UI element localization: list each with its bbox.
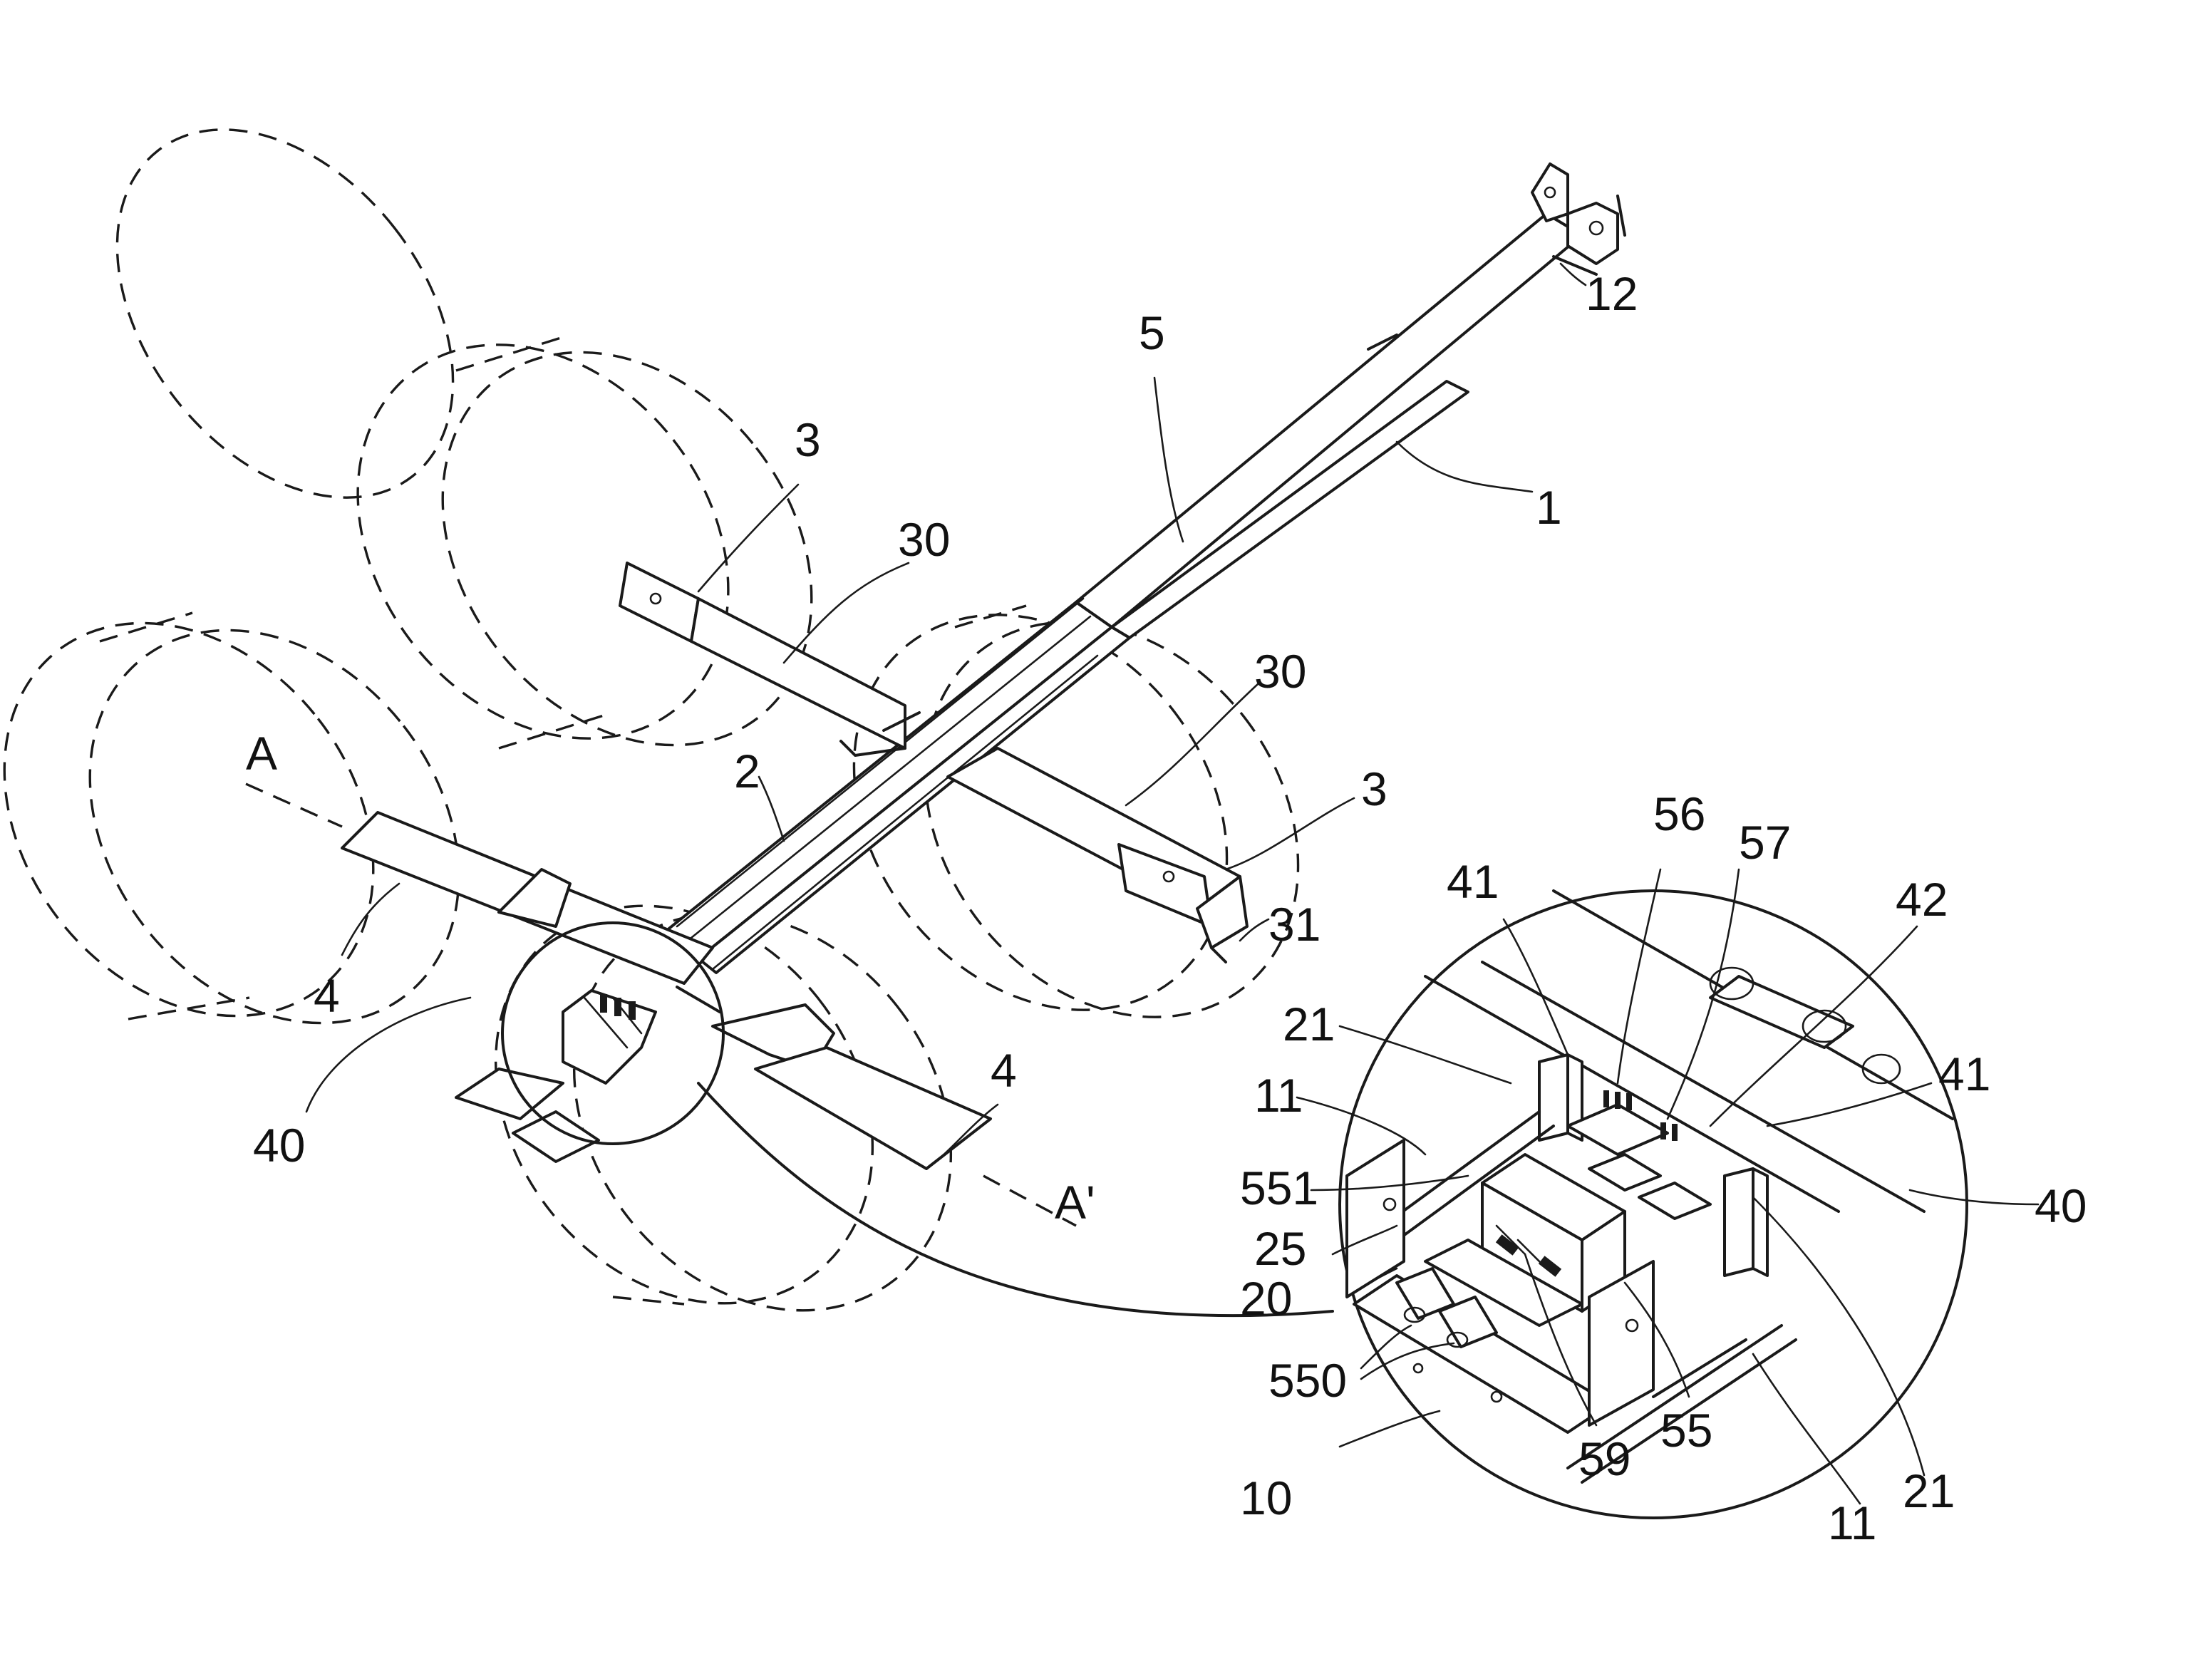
label-55: 55 [1660, 1404, 1712, 1457]
label-5: 5 [1139, 306, 1165, 359]
label-42: 42 [1896, 873, 1948, 926]
label-550: 550 [1268, 1354, 1347, 1407]
label-30-top: 30 [898, 513, 950, 566]
label-11-top: 11 [1254, 1069, 1303, 1122]
label-11-bottom: 11 [1828, 1497, 1877, 1549]
label-551: 551 [1240, 1162, 1318, 1214]
label-2: 2 [734, 745, 760, 797]
label-A-prime: A' [1055, 1176, 1095, 1229]
label-59: 59 [1578, 1432, 1630, 1485]
front-mechanism [456, 991, 656, 1162]
rear-axle-beam [620, 563, 919, 755]
wheel-front-left [0, 550, 535, 1096]
label-12: 12 [1586, 267, 1638, 320]
label-21-top: 21 [1283, 998, 1335, 1050]
label-56: 56 [1653, 787, 1705, 840]
label-1: 1 [1536, 481, 1562, 534]
label-57: 57 [1739, 816, 1791, 869]
label-4-left: 4 [314, 969, 340, 1022]
front-axle-beam [948, 748, 1247, 962]
label-3-top: 3 [795, 413, 821, 466]
label-4-right: 4 [991, 1044, 1017, 1097]
wheel-rear-left [48, 65, 522, 562]
label-41-right: 41 [1938, 1048, 1990, 1100]
label-3-right: 3 [1361, 763, 1387, 815]
label-41-top: 41 [1447, 855, 1499, 908]
label-21-bottom: 21 [1903, 1464, 1955, 1517]
label-31: 31 [1268, 898, 1321, 951]
label-25: 25 [1254, 1222, 1306, 1275]
wheel-rear-left-body [281, 272, 887, 818]
label-20: 20 [1240, 1272, 1292, 1325]
enlarged-detail [1347, 891, 1953, 1482]
label-40-left: 40 [253, 1119, 305, 1172]
front-plate [342, 812, 991, 1169]
label-40-right: 40 [2035, 1179, 2087, 1232]
label-30-right: 30 [1254, 645, 1306, 698]
label-A: A [246, 727, 277, 780]
label-10: 10 [1240, 1472, 1292, 1524]
